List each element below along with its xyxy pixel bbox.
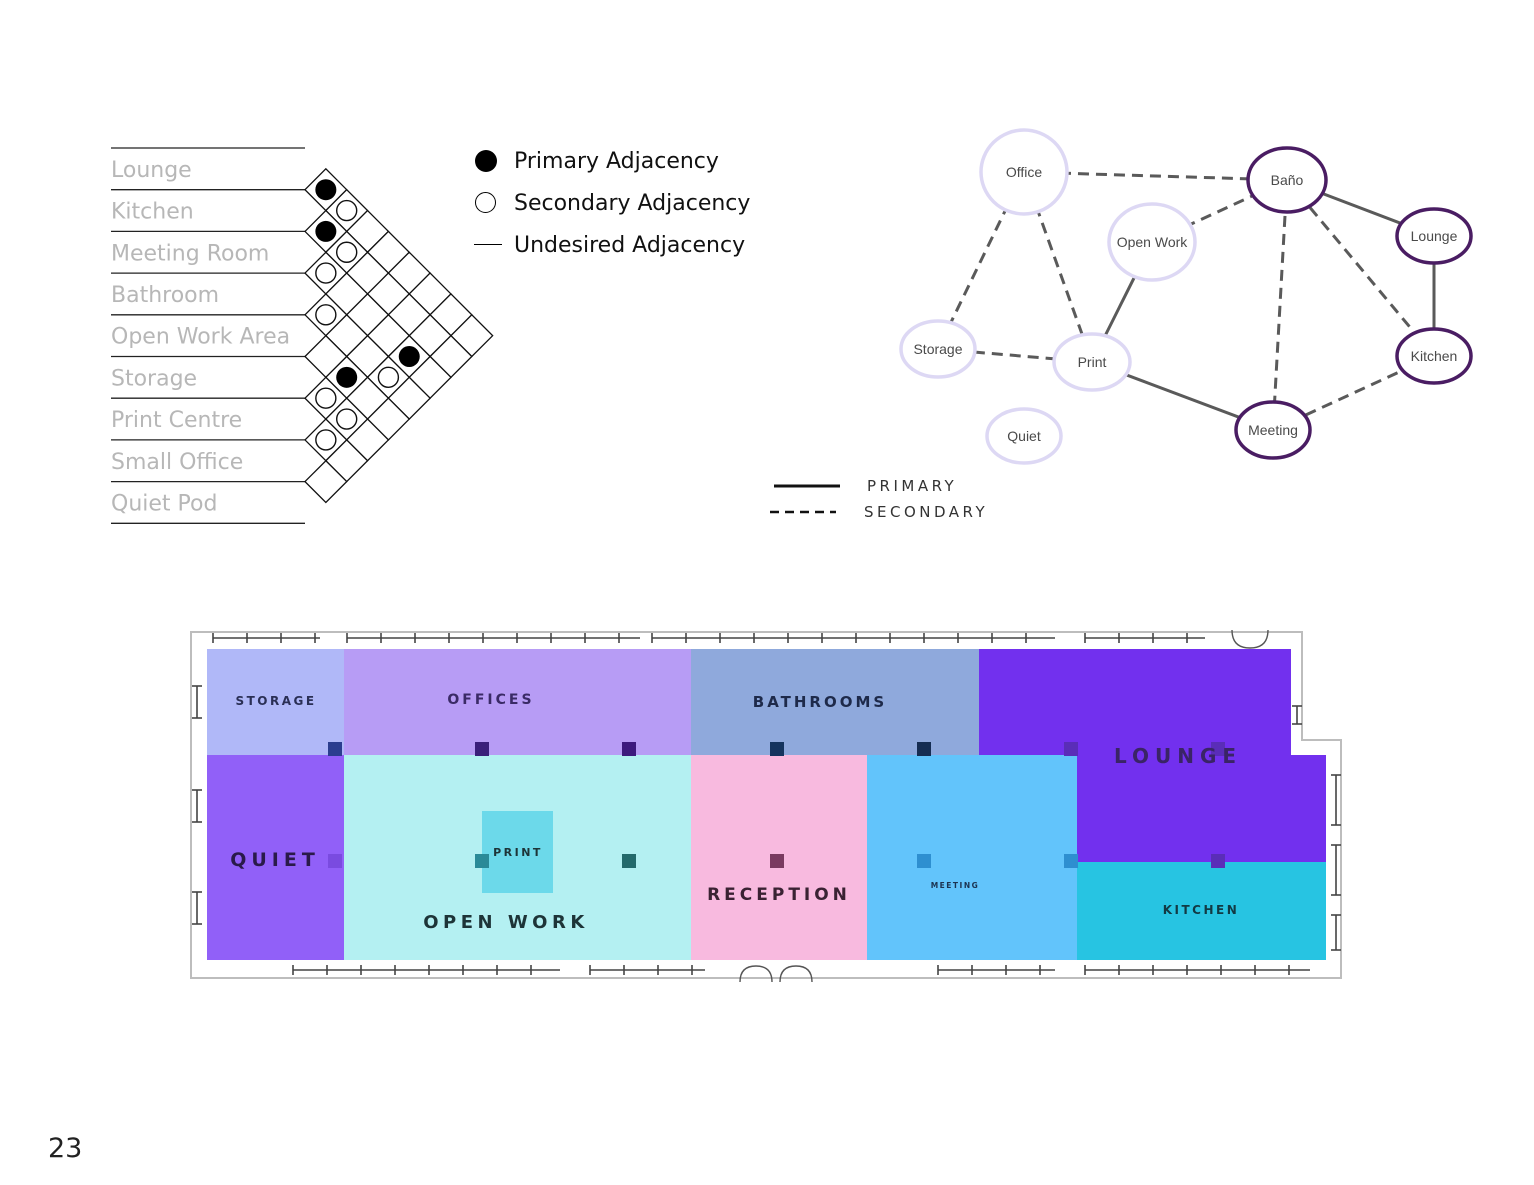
open-circle-icon	[475, 192, 496, 213]
floor-plan: STORAGE OFFICES BATHROOMS LOUNGE QUIET O…	[190, 629, 1342, 983]
secondary-link	[1022, 171, 1094, 363]
label-bathrooms: BATHROOMS	[753, 693, 887, 711]
matrix-room-label: Storage	[111, 366, 197, 391]
label-reception: RECEPTION	[707, 885, 851, 905]
bubble-label-office: Office	[1006, 164, 1043, 180]
bubble-node-quiet	[985, 407, 1063, 465]
line-legend-secondary-label: SECONDARY	[864, 503, 989, 521]
secondary-link	[936, 171, 1026, 350]
legend-primary: Primary Adjacency	[474, 146, 719, 176]
bubble-node-storage	[899, 319, 977, 379]
secondary-adjacency-mark	[336, 241, 358, 263]
secondary-adjacency-mark	[315, 304, 337, 326]
bubble-label-print: Print	[1078, 354, 1107, 370]
matrix-cell	[304, 459, 348, 504]
entrance-door	[739, 965, 813, 983]
secondary-adjacency-mark	[315, 429, 337, 451]
matrix-room-label: Quiet Pod	[111, 491, 217, 516]
structural-columns	[328, 742, 1225, 868]
bubble-label-quiet: Quiet	[1007, 428, 1041, 444]
bubble-label-storage: Storage	[913, 341, 962, 357]
label-meeting: MEETING	[931, 881, 980, 890]
zone-lounge-lower	[1077, 755, 1326, 862]
bubble-label-openwork: Open Work	[1117, 234, 1189, 250]
bubble-node-bano	[1246, 146, 1328, 214]
bubble-node-lounge	[1395, 207, 1473, 265]
dash-line-icon	[474, 244, 502, 245]
column-marker	[328, 854, 342, 868]
label-lounge: LOUNGE	[1114, 744, 1242, 768]
legend-secondary-label: Secondary Adjacency	[514, 190, 751, 216]
matrix-room-label: Bathroom	[111, 283, 219, 308]
zone-quiet	[207, 755, 344, 960]
column-marker	[1211, 742, 1225, 756]
column-marker	[622, 742, 636, 756]
matrix-room-label: Open Work Area	[111, 325, 290, 350]
zone-kitchen	[1077, 862, 1326, 960]
zone-storage	[207, 649, 344, 755]
legend-primary-label: Primary Adjacency	[514, 148, 719, 174]
column-marker	[770, 742, 784, 756]
column-marker	[328, 742, 342, 756]
secondary-adjacency-mark	[377, 366, 400, 389]
secondary-link	[1285, 179, 1436, 357]
matrix-room-label: Lounge	[111, 158, 192, 183]
column-marker	[770, 854, 784, 868]
bubble-node-kitchen	[1395, 327, 1473, 385]
filled-circle-icon	[475, 150, 497, 172]
primary-adjacency-mark	[398, 346, 420, 367]
matrix-room-label: Small Office	[111, 450, 243, 475]
column-marker	[475, 742, 489, 756]
primary-adjacency-mark	[315, 179, 337, 201]
zone-offices	[344, 649, 691, 755]
column-marker	[917, 854, 931, 868]
column-marker	[917, 742, 931, 756]
zone-meeting	[867, 755, 1077, 960]
column-marker	[1064, 854, 1078, 868]
bubble-label-lounge: Lounge	[1411, 228, 1458, 244]
bubble-label-meeting: Meeting	[1248, 422, 1298, 438]
secondary-adjacency-mark	[315, 262, 337, 284]
legend-undesired: Undesired Adjacency	[474, 230, 745, 260]
matrix-room-label: Kitchen	[111, 200, 194, 225]
secondary-adjacency-mark	[315, 387, 337, 409]
bubble-label-kitchen: Kitchen	[1411, 348, 1458, 364]
matrix-room-label: Meeting Room	[111, 241, 269, 266]
label-kitchen: KITCHEN	[1163, 903, 1240, 917]
column-marker	[622, 854, 636, 868]
bubble-label-bano: Baño	[1271, 172, 1304, 188]
page-number: 23	[48, 1133, 83, 1164]
label-storage: STORAGE	[235, 694, 316, 708]
bubble-node-print	[1052, 332, 1132, 392]
window-marks	[192, 629, 1341, 983]
secondary-link	[1271, 179, 1289, 431]
zone-print	[482, 811, 553, 893]
label-offices: OFFICES	[447, 692, 534, 708]
column-marker	[1064, 742, 1078, 756]
secondary-adjacency-mark	[336, 199, 358, 222]
zone-lounge-upper	[979, 649, 1291, 755]
line-legend-primary-label: PRIMARY	[867, 477, 958, 495]
matrix-room-label: Print Centre	[111, 408, 242, 433]
line-legend	[770, 484, 840, 514]
bubble-node-meeting	[1234, 400, 1312, 460]
secondary-adjacency-mark	[336, 408, 358, 430]
zone-bathrooms	[691, 649, 979, 755]
label-quiet: QUIET	[230, 849, 320, 871]
back-door	[1231, 629, 1269, 649]
primary-adjacency-mark	[315, 220, 337, 242]
column-marker	[1211, 854, 1225, 868]
primary-adjacency-mark	[336, 366, 358, 388]
legend-secondary: Secondary Adjacency	[474, 188, 750, 218]
legend-undesired-label: Undesired Adjacency	[514, 232, 746, 258]
column-marker	[475, 854, 489, 868]
label-openwork: OPEN WORK	[423, 912, 589, 933]
bubble-node-openwork	[1107, 202, 1197, 282]
bubble-node-office	[979, 128, 1069, 216]
label-print: PRINT	[493, 846, 543, 859]
